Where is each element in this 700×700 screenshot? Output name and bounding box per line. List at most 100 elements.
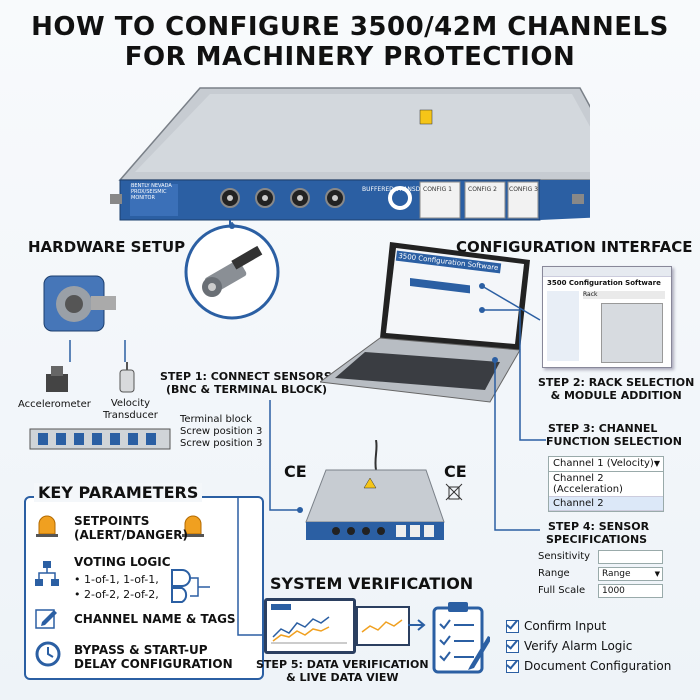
checkbox-icon-3[interactable] <box>506 659 519 673</box>
rack-graphic <box>601 303 663 363</box>
full-scale-label: Full Scale <box>538 585 586 596</box>
step3-line1: STEP 3: CHANNEL <box>548 422 658 435</box>
slot-label-1: CONFIG 1 <box>423 186 452 193</box>
logic-tree-icon <box>35 561 59 586</box>
checkbox-icon-2[interactable] <box>506 639 519 653</box>
setpoints-line2: (ALERT/DANGER) <box>74 528 188 542</box>
step1-line1: STEP 1: CONNECT SENSORS <box>160 370 332 383</box>
alarm-light-icon <box>36 515 58 537</box>
accelerometer-label: Accelerometer <box>18 399 91 410</box>
step5-line2: & LIVE DATA VIEW <box>286 671 399 684</box>
velocity-transducer-icon <box>119 362 135 393</box>
setpoints-label: SETPOINTS (ALERT/DANGER) <box>74 514 188 542</box>
panel-label: BENTLY NEVADA PROX/SEISMIC MONITOR <box>131 183 177 201</box>
range-chevron-icon[interactable]: ▼ <box>654 569 660 578</box>
check-verify-alarm[interactable]: Verify Alarm Logic <box>506 636 671 656</box>
velocity-label-2: Transducer <box>103 410 158 421</box>
timer-icon <box>35 641 61 667</box>
accelerometer-icon <box>46 366 68 392</box>
bypass-line2: DELAY CONFIGURATION <box>74 657 233 671</box>
check-label-2: Verify Alarm Logic <box>524 639 633 653</box>
rack-label: Rack <box>583 291 665 299</box>
slot-label-2: CONFIG 2 <box>468 186 497 193</box>
arrow-right-icon <box>408 619 426 631</box>
step3-label: STEP 3: CHANNEL FUNCTION SELECTION <box>546 422 682 448</box>
key-parameters-heading: KEY PARAMETERS <box>34 483 203 502</box>
step2-line2: & MODULE ADDITION <box>550 389 682 402</box>
check-document-config[interactable]: Document Configuration <box>506 656 671 676</box>
checklist-icon <box>432 602 490 674</box>
velocity-label-1: Velocity <box>110 398 151 409</box>
software-window: 3500 Configuration Software Rack <box>542 266 672 368</box>
voting-logic-label: VOTING LOGIC <box>74 555 171 569</box>
panel-label-2: PROX/SEISMIC MONITOR <box>131 189 167 201</box>
title-line-1: HOW TO CONFIGURE 3500/42M CHANNELS <box>31 12 669 42</box>
range-select-value: Range <box>602 568 631 579</box>
step2-line1: STEP 2: RACK SELECTION <box>538 376 695 389</box>
step4-line1: STEP 4: SENSOR <box>548 520 650 533</box>
alarm-light-icon-2 <box>182 515 204 537</box>
terminal-label-1: Terminal block <box>180 414 252 425</box>
step1-line2: (BNC & TERMINAL BLOCK) <box>166 383 328 396</box>
hardware-setup-heading: HARDWARE SETUP <box>28 238 186 256</box>
window-sidebar <box>547 291 579 361</box>
key-parameters-box <box>24 496 264 680</box>
ce-mark-right: CE <box>444 462 467 481</box>
step1-label: STEP 1: CONNECT SENSORS (BNC & TERMINAL … <box>160 370 332 396</box>
logic-gate-icon <box>171 569 210 603</box>
range-select[interactable]: Range ▼ <box>598 566 663 581</box>
voting-bullet-1: • 1-of-1, 1-of-1, <box>74 573 159 586</box>
bnc-connector-icon <box>184 224 280 320</box>
second-trend-panel <box>356 606 410 646</box>
step2-label: STEP 2: RACK SELECTION & MODULE ADDITION <box>538 376 694 402</box>
sensitivity-field[interactable] <box>598 549 663 564</box>
slot-label-3: CONFIG 3 <box>509 186 538 193</box>
ports-label: BUFFERED TRANSDUCER <box>362 186 437 193</box>
window-title: 3500 Configuration Software <box>547 279 661 287</box>
terminal-block-labels: Terminal block Screw position 3 Screw po… <box>180 414 262 450</box>
check-label-3: Document Configuration <box>524 659 672 673</box>
full-scale-field[interactable]: 1000 <box>598 583 663 598</box>
checkbox-icon[interactable] <box>506 619 519 633</box>
verification-checklist: Confirm Input Verify Alarm Logic Documen… <box>506 616 671 676</box>
step4-label: STEP 4: SENSOR SPECIFICATIONS <box>546 520 649 546</box>
voting-options: • 1-of-1, 1-of-1, • 2-of-2, 2-of-2, <box>74 572 159 602</box>
monitor-screen <box>264 598 356 654</box>
channel-select[interactable]: Channel 1 (Velocity) ▼ <box>548 456 664 472</box>
sensor-specs-form: Sensitivity Range Range ▼ Full Scale 1000 <box>538 548 663 599</box>
monitor-module <box>110 87 590 228</box>
trend-icon-2 <box>361 619 403 633</box>
sensor-mount-icon <box>43 275 116 332</box>
system-verification-heading: SYSTEM VERIFICATION <box>270 574 474 593</box>
mini-module <box>305 440 445 540</box>
terminal-label-3: Screw position 3 <box>180 438 263 449</box>
pencil-icon <box>35 609 57 629</box>
chevron-down-icon[interactable]: ▼ <box>653 459 660 468</box>
channel-options: Channel 2 (Acceleration) Channel 2 <box>548 472 664 512</box>
bypass-label: BYPASS & START-UP DELAY CONFIGURATION <box>74 643 233 671</box>
terminal-block <box>29 428 171 450</box>
channel-option-1[interactable]: Channel 2 (Acceleration) <box>549 472 663 497</box>
channel-function-dropdown[interactable]: Channel 1 (Velocity) ▼ Channel 2 (Accele… <box>548 456 664 512</box>
configuration-interface-heading: CONFIGURATION INTERFACE <box>456 238 693 256</box>
step5-line1: STEP 5: DATA VERIFICATION <box>256 658 429 671</box>
terminal-label-2: Screw position 3 <box>180 426 263 437</box>
voting-bullet-2: • 2-of-2, 2-of-2, <box>74 588 159 601</box>
step3-line2: FUNCTION SELECTION <box>546 435 682 448</box>
live-trend-icon <box>271 604 347 644</box>
window-titlebar <box>543 267 671 277</box>
setpoints-line1: SETPOINTS <box>74 514 150 528</box>
channel-selected-value: Channel 1 (Velocity) <box>553 458 654 469</box>
channel-option-2[interactable]: Channel 2 <box>549 497 663 511</box>
range-label: Range <box>538 568 570 579</box>
check-confirm-input[interactable]: Confirm Input <box>506 616 671 636</box>
step4-line2: SPECIFICATIONS <box>546 533 648 546</box>
title-line-2: FOR MACHINERY PROTECTION <box>124 42 576 72</box>
bypass-line1: BYPASS & START-UP <box>74 643 208 657</box>
step5-label: STEP 5: DATA VERIFICATION & LIVE DATA VI… <box>256 658 429 684</box>
weee-bin-icon <box>445 483 463 501</box>
channel-name-tags-label: CHANNEL NAME & TAGS <box>74 612 236 626</box>
check-label-1: Confirm Input <box>524 619 607 633</box>
sensitivity-label: Sensitivity <box>538 551 591 562</box>
